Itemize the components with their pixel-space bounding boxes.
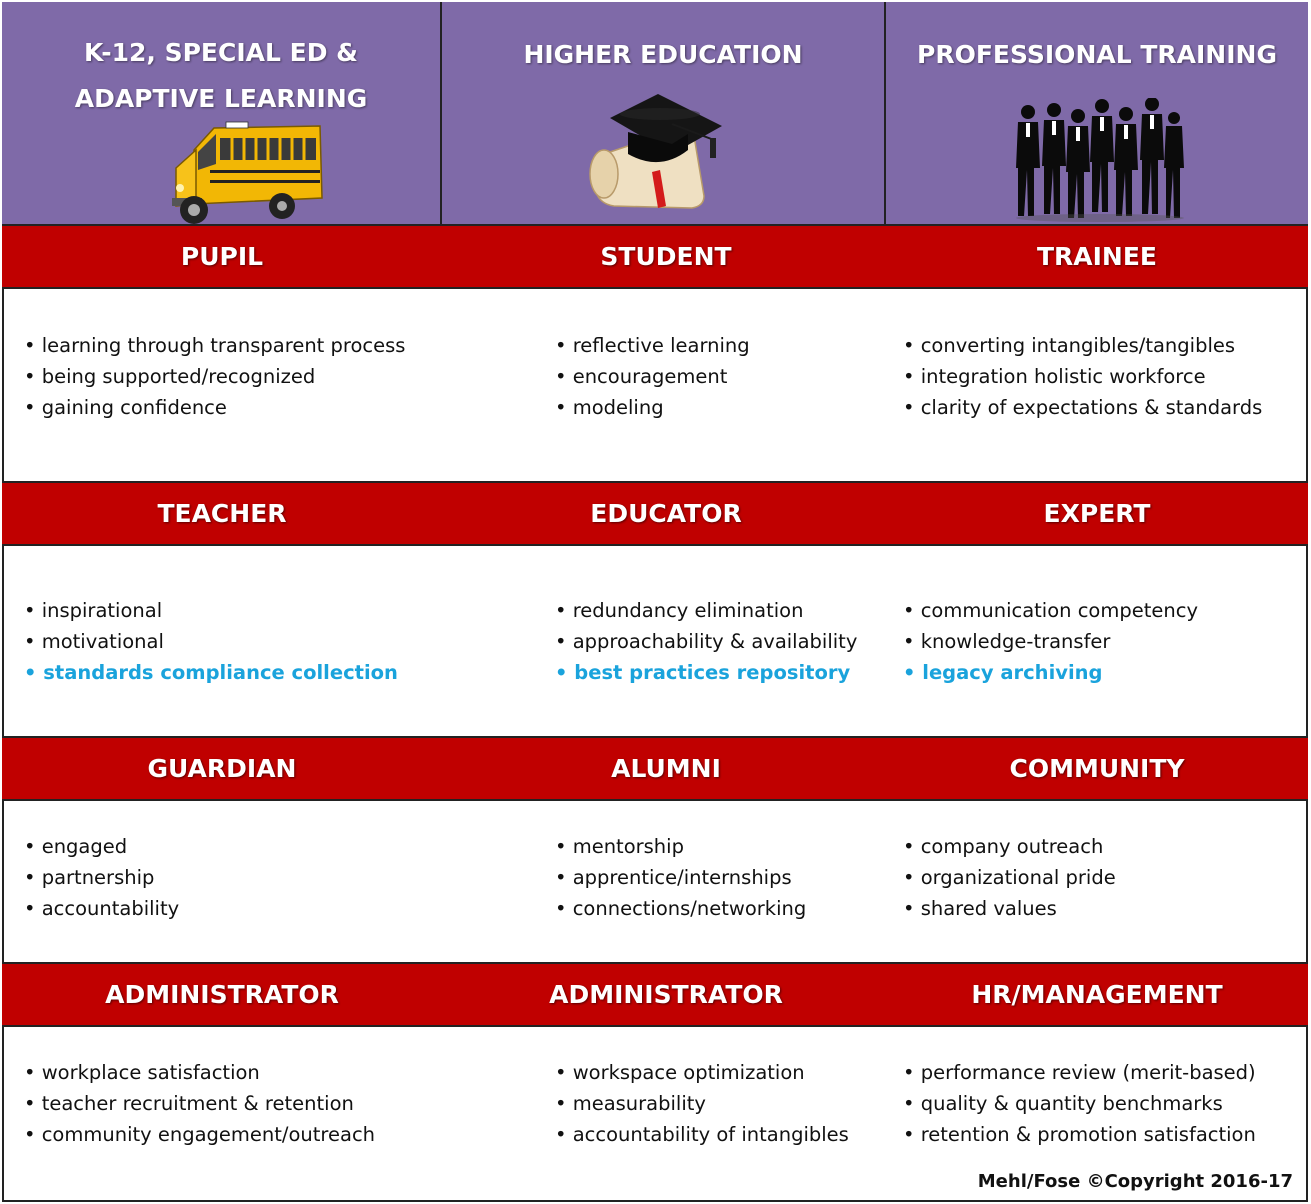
bullet-list: communication competency knowledge-trans…: [903, 595, 1198, 688]
list-item: encouragement: [555, 361, 750, 392]
list-item: quality & quantity benchmarks: [903, 1088, 1256, 1119]
list-item: motivational: [24, 626, 398, 657]
copyright-notice: Mehl/Fose ©Copyright 2016-17: [977, 1171, 1293, 1192]
role-label: ADMINISTRATOR: [105, 980, 339, 1009]
bullet-list: performance review (merit-based) quality…: [903, 1057, 1256, 1150]
list-item: redundancy elimination: [555, 595, 857, 626]
role-label: STUDENT: [600, 242, 732, 271]
list-item: accountability of intangibles: [555, 1119, 849, 1150]
role-label: EXPERT: [1043, 499, 1151, 528]
bullet-list: converting intangibles/tangibles integra…: [903, 330, 1263, 423]
bullet-list: learning through transparent process bei…: [24, 330, 406, 423]
header-title-k12: K-12, SPECIAL ED & ADAPTIVE LEARNING: [74, 38, 368, 113]
role-bar: TEACHER EDUCATOR EXPERT: [2, 481, 1308, 546]
list-item: knowledge-transfer: [903, 626, 1198, 657]
list-item: accountability: [24, 893, 179, 924]
list-item: learning through transparent process: [24, 330, 406, 361]
list-item: partnership: [24, 862, 179, 893]
bullet-list: redundancy elimination approachability &…: [555, 595, 858, 688]
list-item: being supported/recognized: [24, 361, 405, 392]
bullet-list: workplace satisfaction teacher recruitme…: [24, 1057, 375, 1150]
list-item: integration holistic workforce: [903, 361, 1262, 392]
role-bar: ADMINISTRATOR ADMINISTRATOR HR/MANAGEMEN…: [2, 962, 1308, 1027]
bullet-list: workspace optimization measurability acc…: [555, 1057, 849, 1150]
header-title-higher-ed: HIGHER EDUCATION: [523, 40, 803, 69]
bullet-list: reflective learning encouragement modeli…: [555, 330, 750, 423]
list-item: engaged: [24, 831, 179, 862]
role-label: COMMUNITY: [1009, 754, 1185, 783]
header-higher-ed: HIGHER EDUCATION: [442, 2, 886, 224]
header-professional-training: PROFESSIONAL TRAINING: [886, 2, 1308, 224]
role-label: ALUMNI: [611, 754, 721, 783]
list-item: company outreach: [903, 831, 1116, 862]
list-item-highlight: best practices repository: [555, 657, 857, 688]
list-item: apprentice/internships: [555, 862, 806, 893]
role-bar: GUARDIAN ALUMNI COMMUNITY: [2, 736, 1308, 801]
role-bar: PUPIL STUDENT TRAINEE: [2, 224, 1308, 289]
bullet-list: company outreach organizational pride sh…: [903, 831, 1116, 924]
role-label: ADMINISTRATOR: [549, 980, 783, 1009]
list-item: inspirational: [24, 595, 398, 626]
role-label: HR/MANAGEMENT: [971, 980, 1223, 1009]
school-bus-icon: [172, 121, 323, 224]
list-item: teacher recruitment & retention: [24, 1088, 375, 1119]
list-item: gaining confidence: [24, 392, 405, 423]
list-item: retention & promotion satisfaction: [903, 1119, 1256, 1150]
list-item-highlight: legacy archiving: [903, 657, 1198, 688]
role-label: GUARDIAN: [147, 754, 297, 783]
graduation-cap-diploma-icon: [589, 94, 722, 209]
list-item: performance review (merit-based): [903, 1057, 1256, 1088]
list-item: connections/networking: [555, 893, 807, 924]
role-label: TRAINEE: [1036, 242, 1158, 271]
list-item: approachability & availability: [555, 626, 858, 657]
list-item: workspace optimization: [555, 1057, 849, 1088]
list-item: clarity of expectations & standards: [903, 392, 1263, 423]
list-item: converting intangibles/tangibles: [903, 330, 1262, 361]
bullet-list: inspirational motivational standards com…: [24, 595, 398, 688]
role-label: PUPIL: [180, 242, 264, 271]
role-label: TEACHER: [157, 499, 287, 528]
header-k12: K-12, SPECIAL ED & ADAPTIVE LEARNING: [2, 2, 442, 224]
list-item: reflective learning: [555, 330, 750, 361]
list-item: communication competency: [903, 595, 1198, 626]
bullet-list: mentorship apprentice/internships connec…: [555, 831, 807, 924]
list-item-highlight: standards compliance collection: [24, 657, 398, 688]
list-item: mentorship: [555, 831, 806, 862]
list-item: measurability: [555, 1088, 849, 1119]
list-item: community engagement/outreach: [24, 1119, 375, 1150]
list-item: shared values: [903, 893, 1116, 924]
bullet-list: engaged partnership accountability: [24, 831, 179, 924]
header-title-professional-training: PROFESSIONAL TRAINING: [917, 40, 1277, 69]
role-label: EDUCATOR: [590, 499, 742, 528]
list-item: organizational pride: [903, 862, 1116, 893]
list-item: workplace satisfaction: [24, 1057, 375, 1088]
business-people-icon: [1016, 98, 1184, 222]
list-item: modeling: [555, 392, 750, 423]
